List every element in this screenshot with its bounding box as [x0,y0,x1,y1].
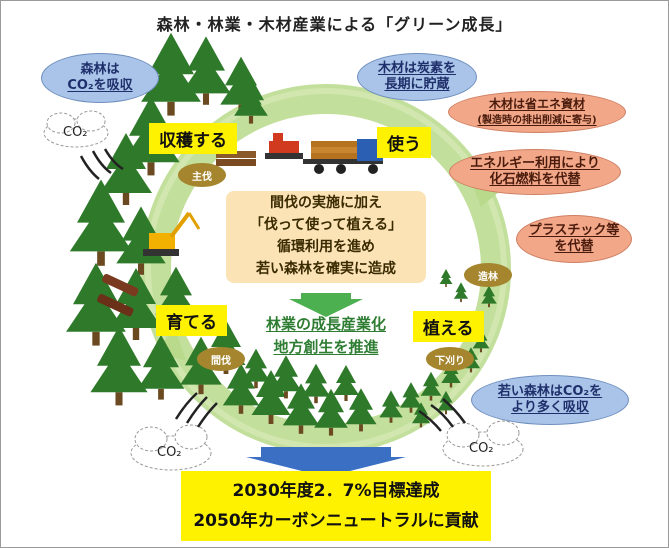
diagram-title: 森林・林業・木材産業による「グリーン成長」 [156,15,513,34]
harvester-machine [265,133,303,159]
co2-absorption-arrows [79,148,467,432]
stage-harvest-label: 収穫する [149,123,237,154]
badge-afforestation: 造林 [464,263,512,287]
young-forest-line1: 若い森林はCO₂を [497,383,603,399]
fossil-line2: 化石燃料を代替 [489,172,581,187]
young-forest-note: 若い森林はCO₂をより多く吸収 [471,375,629,425]
goal-line2: 2050年カーボンニュートラルに貢献 [193,511,479,531]
growth-promotion-text: 林業の成長産業化 地方創生を推進 [236,313,416,359]
energy-saving-material-note: 木材は省エネ資材 (製造時の排出削減に寄与) [448,91,626,133]
badge-thinning: 間伐 [197,347,245,371]
carbon-storage-note: 木材は炭素を長期に貯蔵 [357,53,477,101]
cloud-bottom-right [442,420,524,467]
storage-line1: 木材は炭素を [377,60,456,76]
harvested-logs [97,151,256,317]
plastic-line1: プラスチック等 [528,222,620,238]
young-forest-line2: より多く吸収 [511,400,589,415]
co2-label-top-left: CO₂ [63,125,88,140]
center-line3: 循環利用を進め [277,239,375,255]
excavator-machine [143,211,201,256]
stage-grow-label: 育てる [156,305,227,336]
cloud-bottom-left [130,424,212,471]
growth-line2: 地方創生を推進 [273,338,379,356]
forest-absorb-line1: 森林は [80,61,120,77]
center-line2: 「伐って使って植える」 [249,217,403,233]
plastic-replacement-note: プラスチック等を代替 [516,215,632,263]
green-down-arrow [289,293,363,317]
badge-weeding: 下刈り [426,347,474,371]
blue-down-arrow [246,447,406,477]
co2-clouds [43,110,524,471]
storage-line2: 長期に貯蔵 [384,77,450,92]
center-line4: 若い森林を確実に造成 [256,261,396,277]
goal-box: 2030年度2．7%目標達成 2050年カーボンニュートラルに貢献 [181,471,491,541]
cloud-left-top [43,110,109,148]
center-explanation-box: 間伐の実施に加え 「伐って使って植える」 循環利用を進め 若い森林を確実に造成 [226,191,426,283]
stage-plant-label: 植える [413,311,484,342]
energy-saving-line1: 木材は省エネ資材 [488,96,585,111]
growth-line1: 林業の成長産業化 [265,315,386,333]
badge-final-cut: 主伐 [178,163,226,187]
center-line1: 間伐の実施に加え [270,195,382,211]
co2-label-bottom-left: CO₂ [157,445,182,460]
co2-label-bottom-right: CO₂ [469,441,494,456]
log-truck [303,139,383,174]
stage-use-label: 使う [377,127,431,158]
goal-line1: 2030年度2．7%目標達成 [232,481,440,501]
fossil-fuel-replacement-note: エネルギー利用により化石燃料を代替 [449,149,621,195]
plastic-line2: を代替 [554,239,594,254]
fossil-line1: エネルギー利用により [470,155,600,171]
forest-absorb-line2: CO₂を吸収 [67,78,133,93]
energy-saving-line2: (製造時の排出削減に寄与) [477,114,597,126]
